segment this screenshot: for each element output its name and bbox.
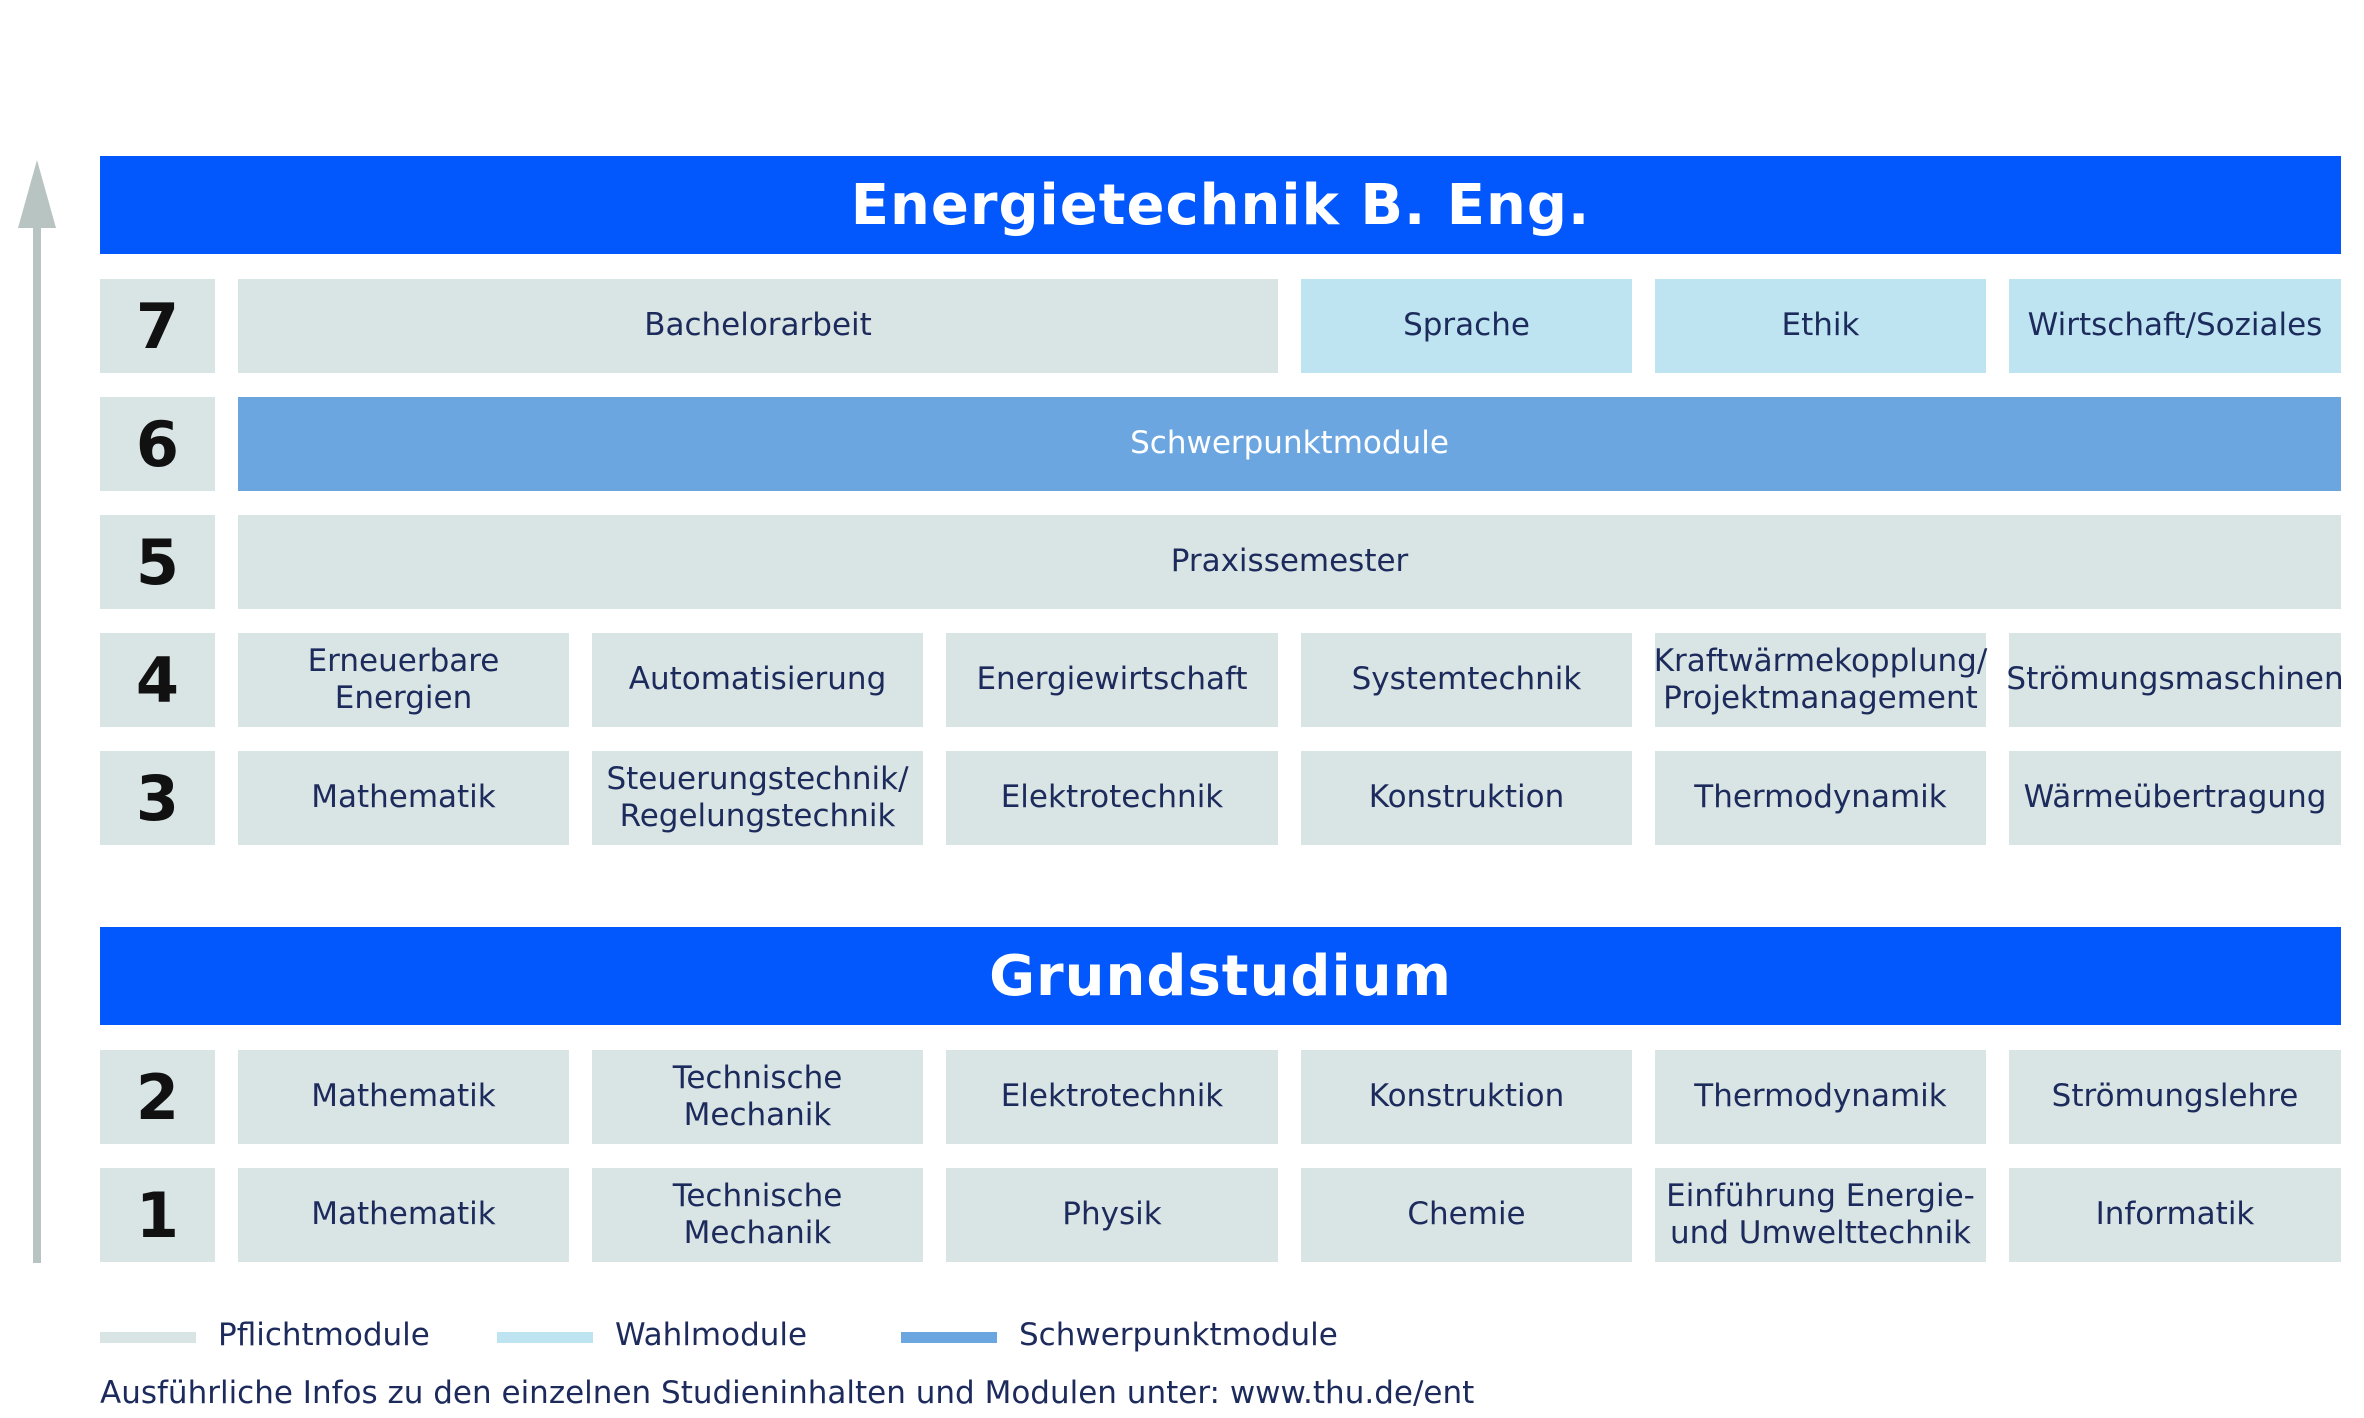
module-elektrotechnik-s2: Elektrotechnik (946, 1050, 1278, 1144)
progression-arrow-shaft (33, 215, 41, 1263)
module-thermodynamik-s3: Thermodynamik (1655, 751, 1986, 845)
program-title-banner: Energietechnik B. Eng. (100, 156, 2341, 254)
module-bachelorarbeit: Bachelorarbeit (238, 279, 1278, 373)
footer-info-text: Ausführliche Infos zu den einzelnen Stud… (100, 1375, 1475, 1411)
semester-number-4: 4 (100, 633, 215, 727)
module-waermeuebertragung: Wärmeübertragung (2009, 751, 2341, 845)
module-schwerpunktmodule: Schwerpunktmodule (238, 397, 2341, 491)
semester-number-1: 1 (100, 1168, 215, 1262)
legend-swatch-pflicht (100, 1332, 196, 1343)
module-elektrotechnik-s3: Elektrotechnik (946, 751, 1278, 845)
module-kraftwaermekopplung-projektmanagement: Kraftwärmekopplung/ Projektmanagement (1654, 633, 1987, 727)
semester-number-3: 3 (100, 751, 215, 845)
legend-swatch-schwerpunkt (901, 1332, 997, 1343)
legend-swatch-wahl (497, 1332, 593, 1343)
semester-number-7: 7 (100, 279, 215, 373)
module-thermodynamik-s2: Thermodynamik (1655, 1050, 1986, 1144)
module-stroemungsmaschinen: Strömungsmaschinen (2006, 633, 2344, 727)
module-informatik: Informatik (2009, 1168, 2341, 1262)
module-mathematik-s3: Mathematik (238, 751, 569, 845)
module-erneuerbare-energien: Erneuerbare Energien (238, 633, 569, 727)
module-sprache: Sprache (1301, 279, 1632, 373)
module-mathematik-s2: Mathematik (238, 1050, 569, 1144)
module-systemtechnik: Systemtechnik (1301, 633, 1632, 727)
grundstudium-banner: Grundstudium (100, 927, 2341, 1025)
module-automatisierung: Automatisierung (592, 633, 923, 727)
module-wirtschaft-soziales: Wirtschaft/Soziales (2009, 279, 2341, 373)
module-konstruktion-s2: Konstruktion (1301, 1050, 1632, 1144)
module-energiewirtschaft: Energiewirtschaft (946, 633, 1278, 727)
program-title: Energietechnik B. Eng. (850, 172, 1591, 238)
module-ethik: Ethik (1655, 279, 1986, 373)
module-stroemungslehre: Strömungslehre (2009, 1050, 2341, 1144)
module-steuerungstechnik-regelungstechnik: Steuerungstechnik/ Regelungstechnik (592, 751, 923, 845)
grundstudium-title: Grundstudium (989, 943, 1452, 1009)
legend-label-schwerpunkt: Schwerpunktmodule (1019, 1317, 1338, 1353)
module-praxissemester: Praxissemester (238, 515, 2341, 609)
legend-label-pflicht: Pflichtmodule (218, 1317, 430, 1353)
module-technische-mechanik-s2: Technische Mechanik (592, 1050, 923, 1144)
module-technische-mechanik-s1: Technische Mechanik (592, 1168, 923, 1262)
module-mathematik-s1: Mathematik (238, 1168, 569, 1262)
module-chemie: Chemie (1301, 1168, 1632, 1262)
semester-number-5: 5 (100, 515, 215, 609)
legend-label-wahl: Wahlmodule (615, 1317, 808, 1353)
module-konstruktion-s3: Konstruktion (1301, 751, 1632, 845)
module-einfuehrung-energie-umwelttechnik: Einführung Energie- und Umwelttechnik (1655, 1168, 1986, 1262)
module-physik: Physik (946, 1168, 1278, 1262)
semester-number-6: 6 (100, 397, 215, 491)
semester-number-2: 2 (100, 1050, 215, 1144)
